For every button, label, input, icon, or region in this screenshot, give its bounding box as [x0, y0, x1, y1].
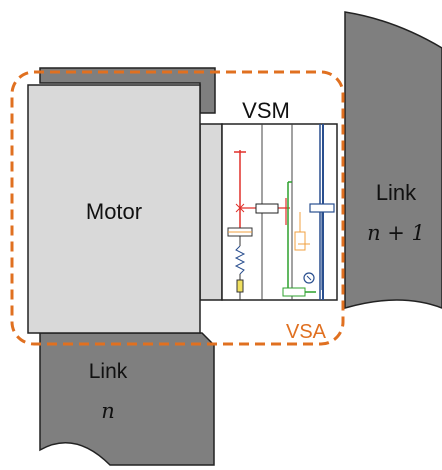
green-linkage: [282, 181, 316, 297]
link-n-word: Link: [89, 360, 128, 383]
vsa-outline: [10, 70, 345, 346]
link-n-variable: n: [101, 399, 115, 423]
link-n-plus-1-body: [344, 11, 442, 309]
slider-block: [255, 203, 279, 214]
link-n-plus-1-word: Link: [376, 180, 417, 205]
motor-flange: [199, 123, 223, 301]
link-n-body: [39, 332, 215, 466]
vsa-label: VSA: [286, 321, 327, 343]
link-n-plus-1-expression: n + 1: [367, 221, 425, 245]
vsm-label: VSM: [242, 98, 290, 123]
motor-symbol-icon: [303, 272, 315, 284]
motor-label: Motor: [86, 199, 142, 224]
damper-icon: [294, 212, 310, 251]
motor-block: [27, 84, 201, 334]
spring-icon: [227, 227, 253, 300]
output-joint-upper: [309, 203, 335, 213]
